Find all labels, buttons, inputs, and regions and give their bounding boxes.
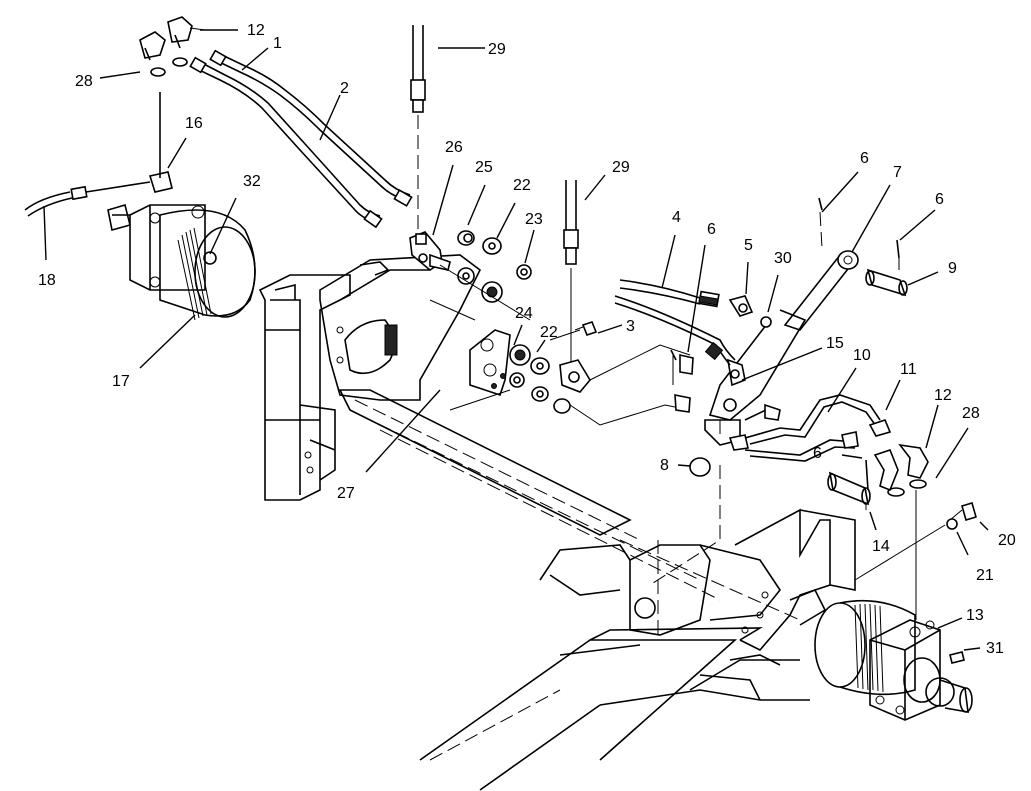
callout-9: 9 (948, 260, 957, 277)
bolt-3 (549, 321, 598, 341)
callout-6: 6 (813, 445, 822, 462)
elbow-fittings-top-left (139, 16, 206, 77)
tubes-10-11 (674, 353, 892, 462)
hydraulic-tubes (189, 49, 413, 229)
callout-6: 6 (707, 221, 716, 238)
callout-17: 17 (112, 373, 130, 390)
callout-26: 26 (445, 139, 463, 156)
callout-31: 31 (986, 640, 1004, 657)
callout-32: 32 (243, 173, 261, 190)
callout-7: 7 (893, 164, 902, 181)
hoses-29 (410, 25, 579, 365)
callout-29: 29 (612, 159, 630, 176)
bolt-20-washer-21 (854, 502, 977, 581)
callout-10: 10 (853, 347, 871, 364)
callout-21: 21 (976, 567, 994, 584)
wheel-motor-right (814, 599, 973, 721)
callout-6: 6 (935, 191, 944, 208)
callout-28: 28 (962, 405, 980, 422)
callout-1: 1 (273, 35, 282, 52)
centre-lines (649, 420, 721, 640)
callout-24: 24 (515, 305, 533, 322)
callout-20: 20 (998, 532, 1016, 549)
hose-4 (614, 279, 736, 366)
fittings-group-upper (409, 230, 532, 321)
callouts: 12 1 2 28 16 32 18 17 29 29 26 25 22 23 … (38, 22, 1016, 657)
callout-25: 25 (475, 159, 493, 176)
callout-13: 13 (966, 607, 984, 624)
cap-8 (689, 457, 711, 477)
callout-6: 6 (860, 150, 869, 167)
steering-cylinder (704, 250, 859, 451)
elbow-fittings-right (873, 443, 929, 620)
leader-lines (43, 29, 989, 651)
hose-18 (24, 92, 173, 217)
callout-29: 29 (488, 41, 506, 58)
callout-5: 5 (744, 237, 753, 254)
callout-14: 14 (872, 538, 890, 555)
callout-12: 12 (247, 22, 265, 39)
callout-12: 12 (934, 387, 952, 404)
callout-11: 11 (900, 361, 917, 378)
pins-9-14 (827, 268, 908, 506)
callout-8: 8 (660, 457, 669, 474)
callout-16: 16 (185, 115, 203, 132)
callout-30: 30 (774, 250, 792, 267)
key-31 (949, 651, 965, 664)
fitting-5-30 (728, 295, 772, 328)
callout-22: 22 (540, 324, 558, 341)
callout-28: 28 (75, 73, 93, 90)
callout-15: 15 (826, 335, 844, 352)
fittings-group-lower (449, 344, 691, 426)
callout-18: 18 (38, 272, 56, 289)
callout-27: 27 (337, 485, 355, 502)
wheel-motor-left (107, 203, 256, 321)
callout-23: 23 (525, 211, 543, 228)
callout-3: 3 (626, 318, 635, 335)
callout-4: 4 (672, 209, 681, 226)
frame-assembly (258, 254, 856, 791)
callout-22: 22 (513, 177, 531, 194)
callout-2: 2 (340, 80, 349, 97)
